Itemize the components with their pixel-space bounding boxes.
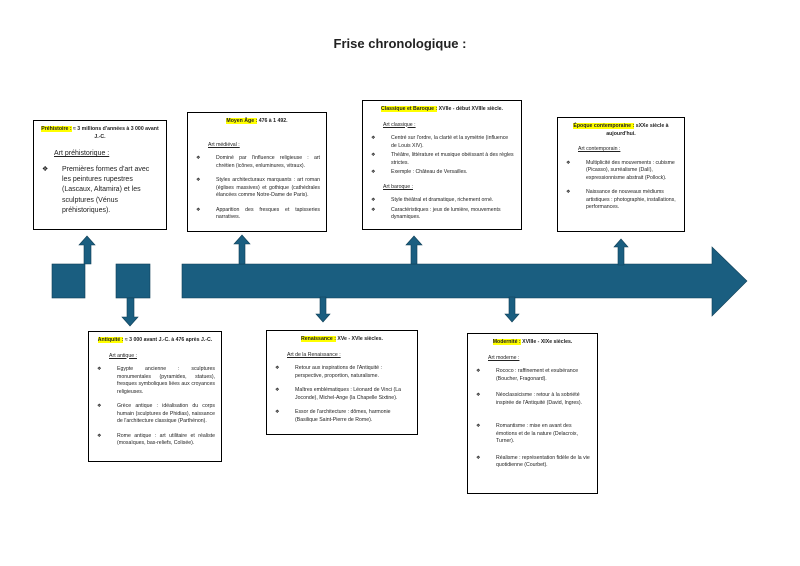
period-dates: XVIIIe - XIXe siècles. (520, 339, 573, 345)
list-item: Exemple : Château de Versailles. (369, 169, 515, 177)
list-item: Multiplicité des mouvements : cubisme (P… (564, 160, 678, 183)
list-item: Egypte ancienne : sculptures monumentale… (95, 366, 215, 396)
period-dates: ≈ 3 millions d'années à 3 000 avant J.-C… (71, 126, 159, 140)
period-dates: 476 à 1 492. (257, 118, 288, 124)
down-arrow-antiquite (121, 297, 139, 327)
art-subtitle: Art moderne : (488, 354, 520, 361)
period-dates: XVe - XVIe siècles. (335, 336, 383, 342)
list-item: Théâtre, littérature et musique obéissan… (369, 152, 515, 167)
period-box-renaissance: Renaissance : XVe - XVIe siècles. Art de… (266, 330, 418, 435)
up-arrow-moyen-age (233, 234, 251, 265)
up-arrow-classique (405, 235, 423, 265)
period-box-contemporaine: Époque contemporaine : sXXe siècle à auj… (557, 117, 685, 232)
list-item: Grèce antique : idéalisation du corps hu… (95, 403, 215, 426)
list-item: Romantisme : mise en avant des émotions … (474, 423, 591, 446)
timeline-square-2 (115, 263, 151, 299)
list-item: Néoclassicisme : retour à la sobriété in… (474, 392, 591, 407)
art-subtitle-2: Art baroque : (383, 183, 413, 190)
period-name: Préhistoire : (41, 126, 72, 132)
list-item: Réalisme : représentation fidèle de la v… (474, 455, 591, 470)
list-item: Rome antique : art utilitaire et réalist… (95, 433, 215, 448)
up-arrow-prehistoire (78, 235, 96, 265)
period-dates: sXXe siècle à aujourd'hui. (606, 123, 669, 137)
period-box-prehistoire: Préhistoire : ≈ 3 millions d'années à 3 … (33, 120, 167, 230)
art-subtitle: Art de la Renaissance : (287, 351, 341, 358)
period-name: Moyen Âge : (226, 118, 258, 124)
art-subtitle: Art préhistorique : (54, 150, 110, 158)
art-subtitle: Art médiéval : (208, 141, 240, 148)
period-box-moyen-age: Moyen Âge : 476 à 1 492. Art médiéval : … (187, 112, 327, 232)
list-item: Essor de l'architecture : dômes, harmoni… (273, 409, 411, 424)
art-subtitle: Art antique : (109, 352, 137, 359)
page-title: Frise chronologique : (333, 36, 467, 51)
period-box-antiquite: Antiquité : ≈ 3 000 avant J.-C. à 476 ap… (88, 331, 222, 462)
period-name: Antiquité : (97, 337, 124, 343)
art-subtitle: Art classique : (383, 121, 416, 128)
period-box-modernite: Modernité : XVIIIe - XIXe siècles. Art m… (467, 333, 598, 494)
period-name: Classique et Baroque : (381, 106, 438, 112)
list-item: Caractéristiques : jeux de lumière, mouv… (369, 207, 515, 222)
timeline-square-1 (51, 263, 86, 299)
period-name: Modernité : (492, 339, 521, 345)
period-box-classique-baroque: Classique et Baroque : XVIIe - début XVI… (362, 100, 522, 230)
list-item: Premières formes d'art avec les peinture… (40, 165, 160, 216)
list-item: Apparition des fresques et tapisseries n… (194, 207, 320, 222)
down-arrow-modernite (504, 296, 520, 323)
period-name: Époque contemporaine : (573, 123, 635, 129)
list-item: Style théâtral et dramatique, richement … (369, 197, 515, 205)
list-item: Rococo : raffinement et exubérance (Bouc… (474, 368, 591, 383)
up-arrow-contemporaine (613, 238, 629, 266)
period-name: Renaissance : (301, 336, 336, 342)
list-item: Naissance de nouveaux médiums artistique… (564, 189, 678, 212)
list-item: Retour aux inspirations de l'Antiquité :… (273, 365, 411, 380)
art-subtitle: Art contemporain : (578, 146, 621, 153)
timeline-main-arrow (181, 246, 748, 317)
list-item: Dominé par l'influence religieuse : art … (194, 155, 320, 170)
list-item: Styles architecturaux marquants : art ro… (194, 177, 320, 200)
down-arrow-renaissance (315, 296, 331, 323)
list-item: Maîtres emblématiques : Léonard de Vinci… (273, 387, 411, 402)
period-dates: XVIIe - début XVIIIe siècle. (437, 106, 503, 112)
list-item: Centré sur l'ordre, la clarté et la symé… (369, 135, 515, 150)
period-dates: ≈ 3 000 avant J.-C. à 476 après J.-C. (123, 337, 213, 343)
